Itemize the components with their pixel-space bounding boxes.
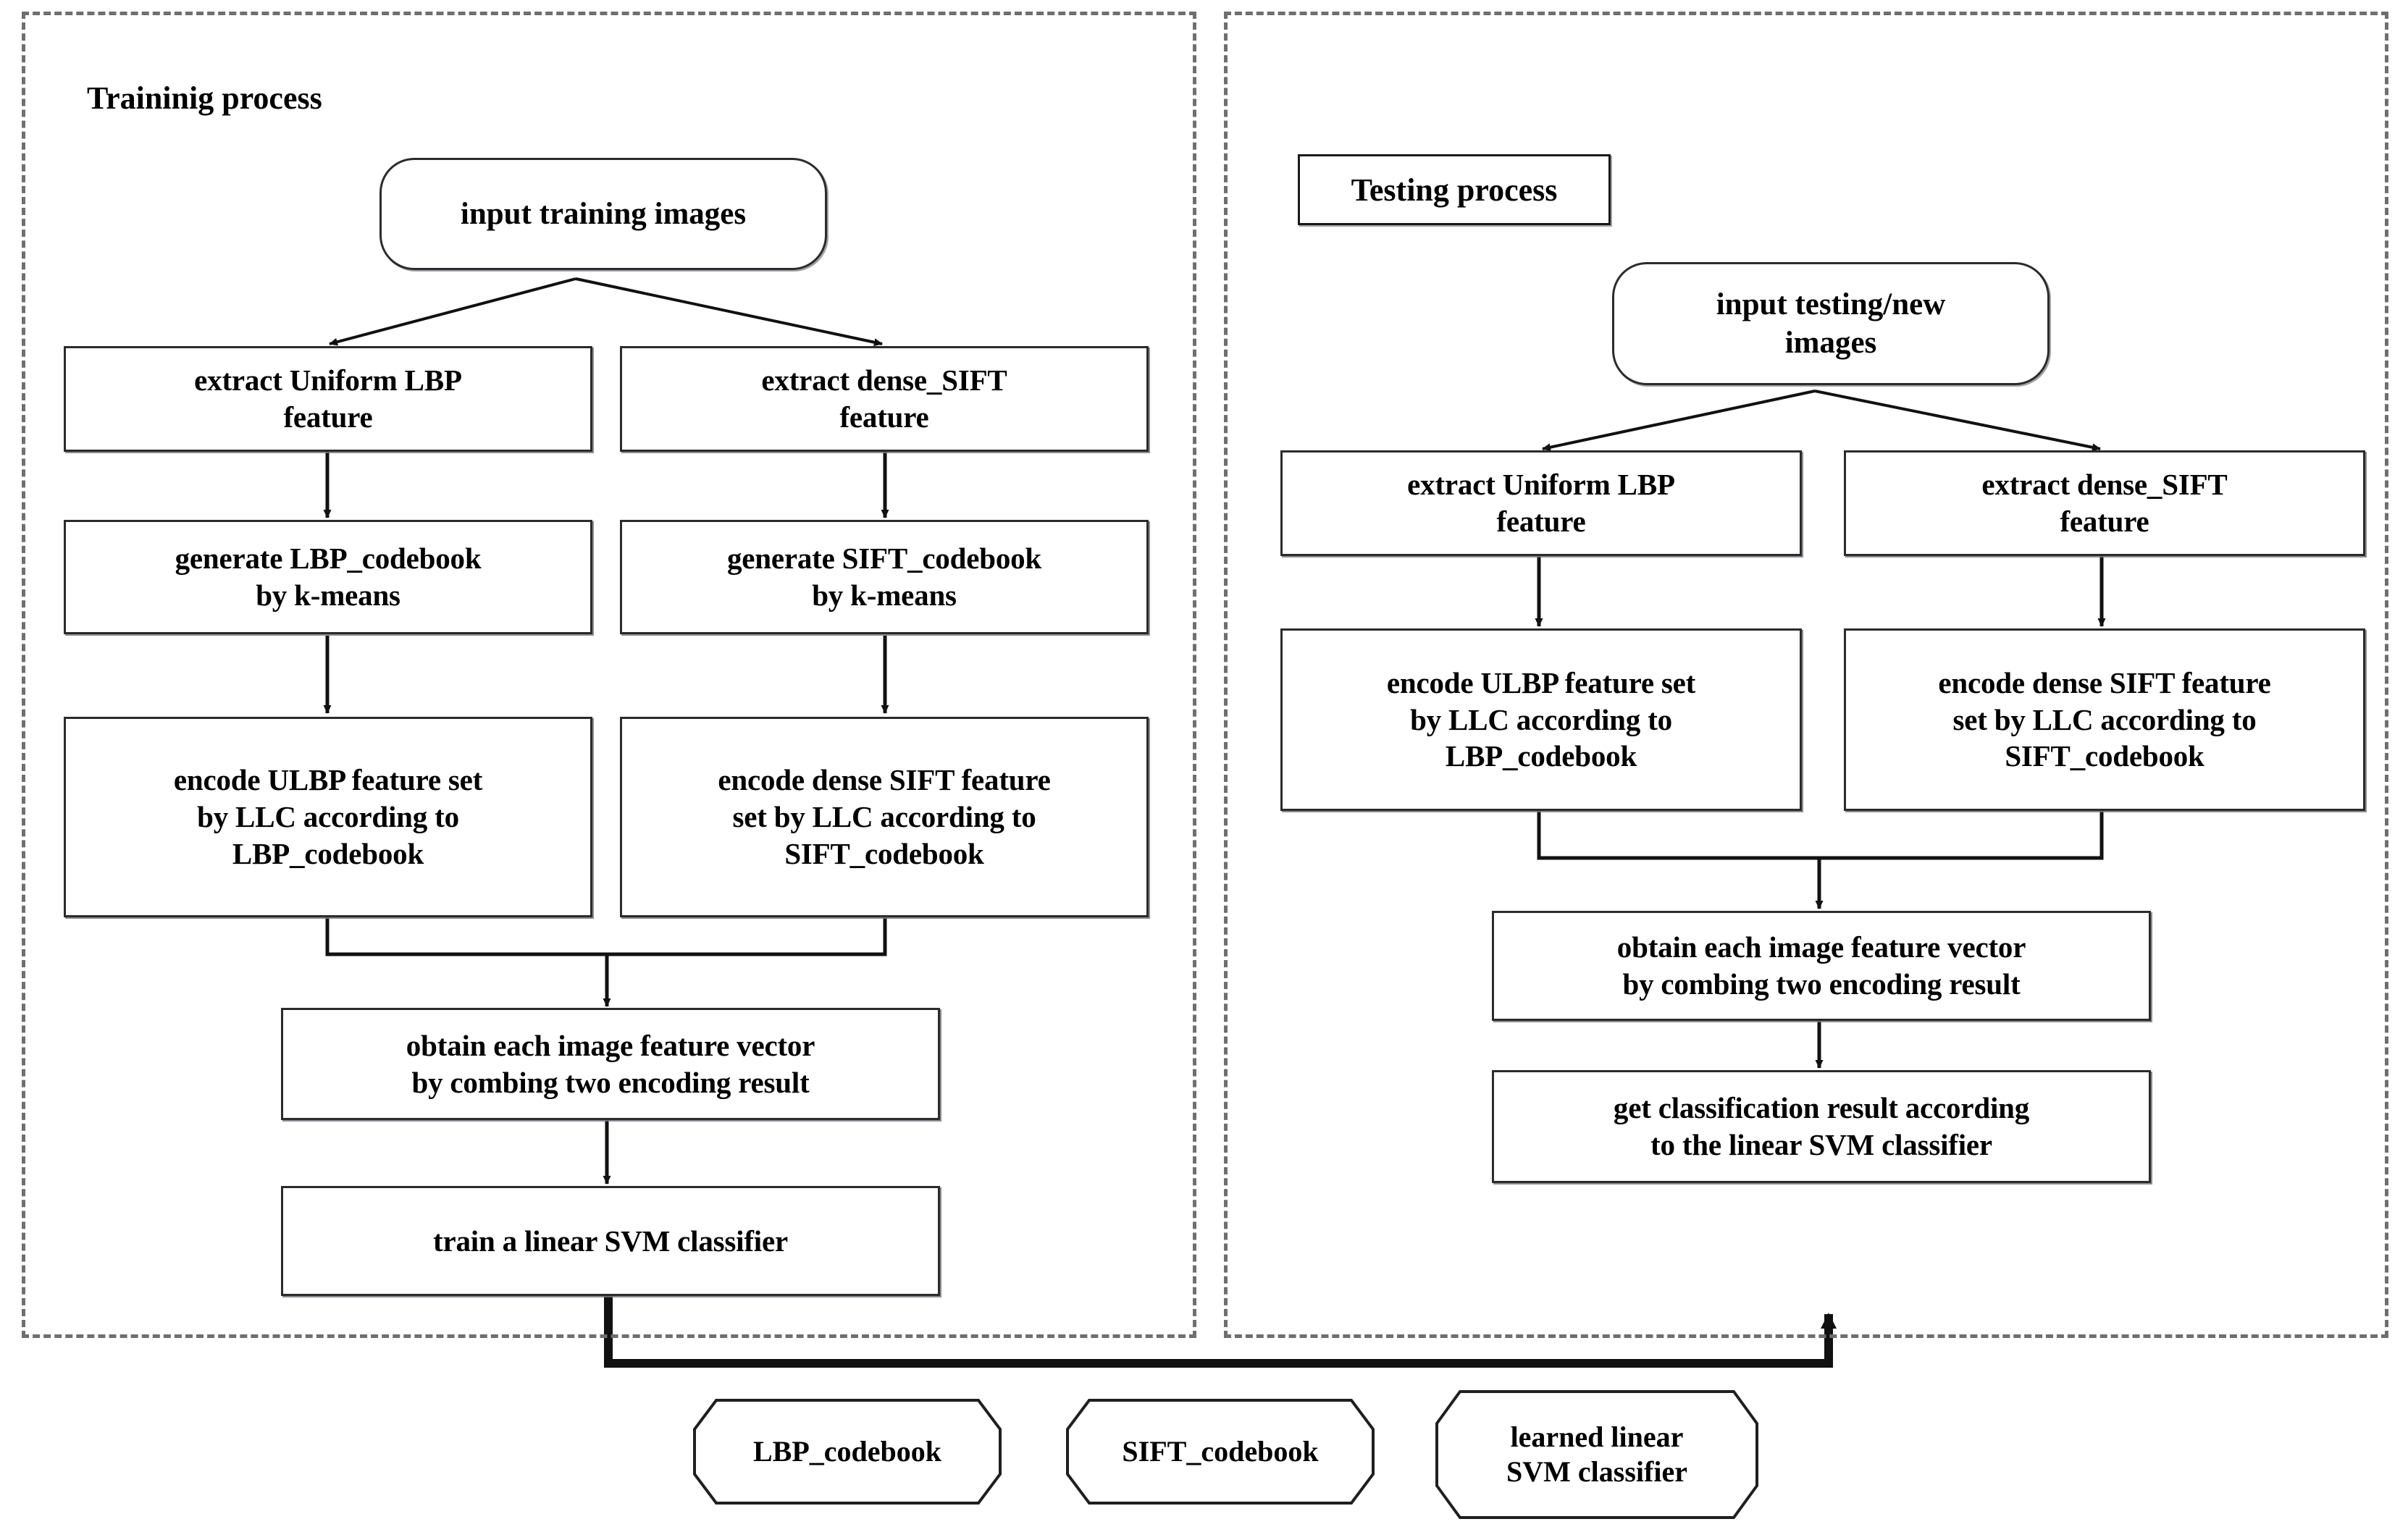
- node-label: encode ULBP feature set by LLC according…: [173, 763, 483, 870]
- node-label: generate LBP_codebook by k-means: [175, 542, 482, 612]
- testing-process-title-box: Testing process: [1298, 154, 1611, 225]
- artifact-label: SIFT_codebook: [1122, 1435, 1319, 1468]
- node-get-classification-result[interactable]: get classification result according to t…: [1492, 1070, 2151, 1183]
- node-encode-dense-sift-testing[interactable]: encode dense SIFT feature set by LLC acc…: [1844, 628, 2365, 811]
- artifact-label: LBP_codebook: [752, 1435, 942, 1468]
- node-label: input training images: [460, 196, 747, 231]
- node-label: obtain each image feature vector by comb…: [1616, 930, 2026, 1001]
- node-input-training-images[interactable]: input training images: [379, 158, 827, 270]
- artifact-sift-codebook[interactable]: SIFT_codebook: [1065, 1397, 1376, 1506]
- training-process-title: Traininig process: [87, 80, 322, 116]
- node-input-testing-images[interactable]: input testing/new images: [1612, 262, 2050, 385]
- octagon-shape: [1066, 1399, 1375, 1505]
- node-encode-ulbp-training[interactable]: encode ULBP feature set by LLC according…: [64, 717, 592, 917]
- node-label: input testing/new images: [1716, 287, 1946, 360]
- node-encode-ulbp-testing[interactable]: encode ULBP feature set by LLC according…: [1280, 628, 1802, 811]
- training-panel: [22, 12, 1196, 1338]
- node-train-linear-svm[interactable]: train a linear SVM classifier: [281, 1186, 940, 1296]
- artifact-learned-svm-classifier[interactable]: learned linear SVM classifier: [1434, 1389, 1760, 1520]
- node-label: encode ULBP feature set by LLC according…: [1386, 665, 1696, 773]
- node-label: encode dense SIFT feature set by LLC acc…: [1938, 665, 2271, 773]
- node-label: extract Uniform LBP feature: [1407, 468, 1675, 538]
- node-label: encode dense SIFT feature set by LLC acc…: [718, 763, 1051, 870]
- node-label: extract Uniform LBP feature: [194, 363, 462, 434]
- node-combine-features-testing[interactable]: obtain each image feature vector by comb…: [1492, 911, 2151, 1021]
- node-extract-uniform-lbp-testing[interactable]: extract Uniform LBP feature: [1280, 450, 1802, 556]
- node-generate-sift-codebook[interactable]: generate SIFT_codebook by k-means: [620, 520, 1149, 634]
- node-extract-uniform-lbp-training[interactable]: extract Uniform LBP feature: [64, 346, 592, 452]
- node-extract-dense-sift-testing[interactable]: extract dense_SIFT feature: [1844, 450, 2365, 556]
- node-encode-dense-sift-training[interactable]: encode dense SIFT feature set by LLC acc…: [620, 717, 1149, 917]
- artifact-label: learned linear SVM classifier: [1506, 1421, 1687, 1488]
- node-label: extract dense_SIFT feature: [761, 363, 1007, 434]
- testing-panel: [1224, 12, 2388, 1338]
- node-label: extract dense_SIFT feature: [1981, 468, 2228, 538]
- artifact-lbp-codebook[interactable]: LBP_codebook: [692, 1397, 1003, 1506]
- node-extract-dense-sift-training[interactable]: extract dense_SIFT feature: [620, 346, 1149, 452]
- node-label: get classification result according to t…: [1613, 1091, 2030, 1161]
- node-label: train a linear SVM classifier: [433, 1224, 788, 1258]
- node-label: generate SIFT_codebook by k-means: [726, 542, 1042, 612]
- testing-process-title: Testing process: [1351, 172, 1558, 208]
- node-label: obtain each image feature vector by comb…: [406, 1028, 815, 1099]
- octagon-shape: [1435, 1390, 1758, 1519]
- node-generate-lbp-codebook[interactable]: generate LBP_codebook by k-means: [64, 520, 592, 634]
- octagon-shape: [693, 1399, 1002, 1505]
- node-combine-features-training[interactable]: obtain each image feature vector by comb…: [281, 1008, 940, 1120]
